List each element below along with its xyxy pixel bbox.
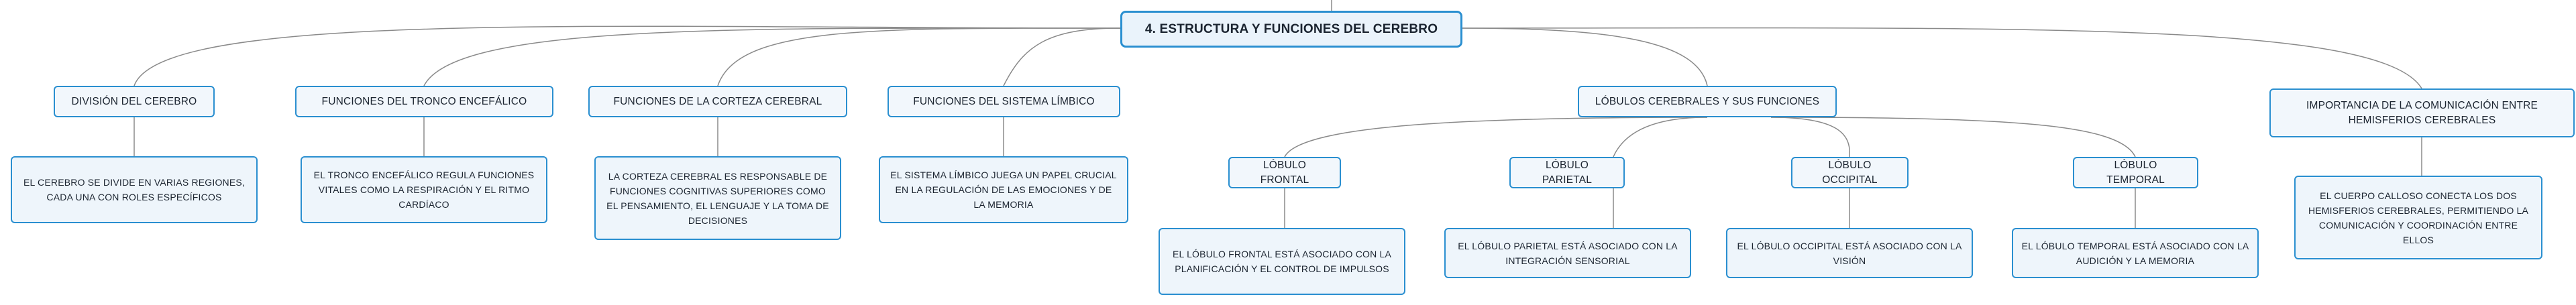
connector-root-division: [133, 25, 1121, 86]
connector-root-comunicacion: [1462, 27, 2422, 89]
topic-limbico[interactable]: FUNCIONES DEL SISTEMA LÍMBICO: [888, 86, 1120, 117]
connector-root-tronco: [423, 27, 1121, 86]
lobulo-parietal[interactable]: LÓBULO PARIETAL: [1509, 157, 1625, 188]
detail-comunicacion[interactable]: EL CUERPO CALLOSO CONECTA LOS DOS HEMISF…: [2294, 176, 2542, 259]
topic-tronco[interactable]: FUNCIONES DEL TRONCO ENCEFÁLICO: [295, 86, 553, 117]
root-node[interactable]: 4. ESTRUCTURA Y FUNCIONES DEL CEREBRO: [1120, 11, 1462, 48]
topic-comunicacion[interactable]: IMPORTANCIA DE LA COMUNICACIÓN ENTRE HEM…: [2269, 88, 2575, 137]
topic-corteza[interactable]: FUNCIONES DE LA CORTEZA CEREBRAL: [588, 86, 847, 117]
lobulo-temporal[interactable]: LÓBULO TEMPORAL: [2073, 157, 2198, 188]
detail-occipital[interactable]: EL LÓBULO OCCIPITAL ESTÁ ASOCIADO CON LA…: [1726, 228, 1973, 278]
connector-root-limbico: [1003, 27, 1121, 86]
lobulo-occipital[interactable]: LÓBULO OCCIPITAL: [1791, 157, 1909, 188]
detail-parietal[interactable]: EL LÓBULO PARIETAL ESTÁ ASOCIADO CON LA …: [1444, 228, 1691, 278]
detail-division[interactable]: EL CEREBRO SE DIVIDE EN VARIAS REGIONES,…: [11, 156, 258, 223]
connector-root-corteza: [717, 27, 1121, 86]
connector-lobulos-frontal: [1284, 117, 1708, 158]
lobulo-frontal[interactable]: LÓBULO FRONTAL: [1228, 157, 1341, 188]
detail-tronco[interactable]: EL TRONCO ENCEFÁLICO REGULA FUNCIONES VI…: [301, 156, 547, 223]
connector-lobulos-temporal: [1770, 117, 2136, 158]
detail-corteza[interactable]: LA CORTEZA CEREBRAL ES RESPONSABLE DE FU…: [594, 156, 841, 240]
connector-lobulos-parietal: [1613, 117, 1708, 158]
detail-frontal[interactable]: EL LÓBULO FRONTAL ESTÁ ASOCIADO CON LA P…: [1159, 228, 1405, 295]
connector-lobulos-occipital: [1770, 117, 1851, 158]
topic-lobulos[interactable]: LÓBULOS CEREBRALES Y SUS FUNCIONES: [1578, 86, 1837, 117]
detail-temporal[interactable]: EL LÓBULO TEMPORAL ESTÁ ASOCIADO CON LA …: [2012, 228, 2259, 278]
connector-root-lobulos: [1462, 27, 1708, 86]
detail-limbico[interactable]: EL SISTEMA LÍMBICO JUEGA UN PAPEL CRUCIA…: [879, 156, 1128, 223]
topic-division[interactable]: DIVISIÓN DEL CEREBRO: [54, 86, 215, 117]
